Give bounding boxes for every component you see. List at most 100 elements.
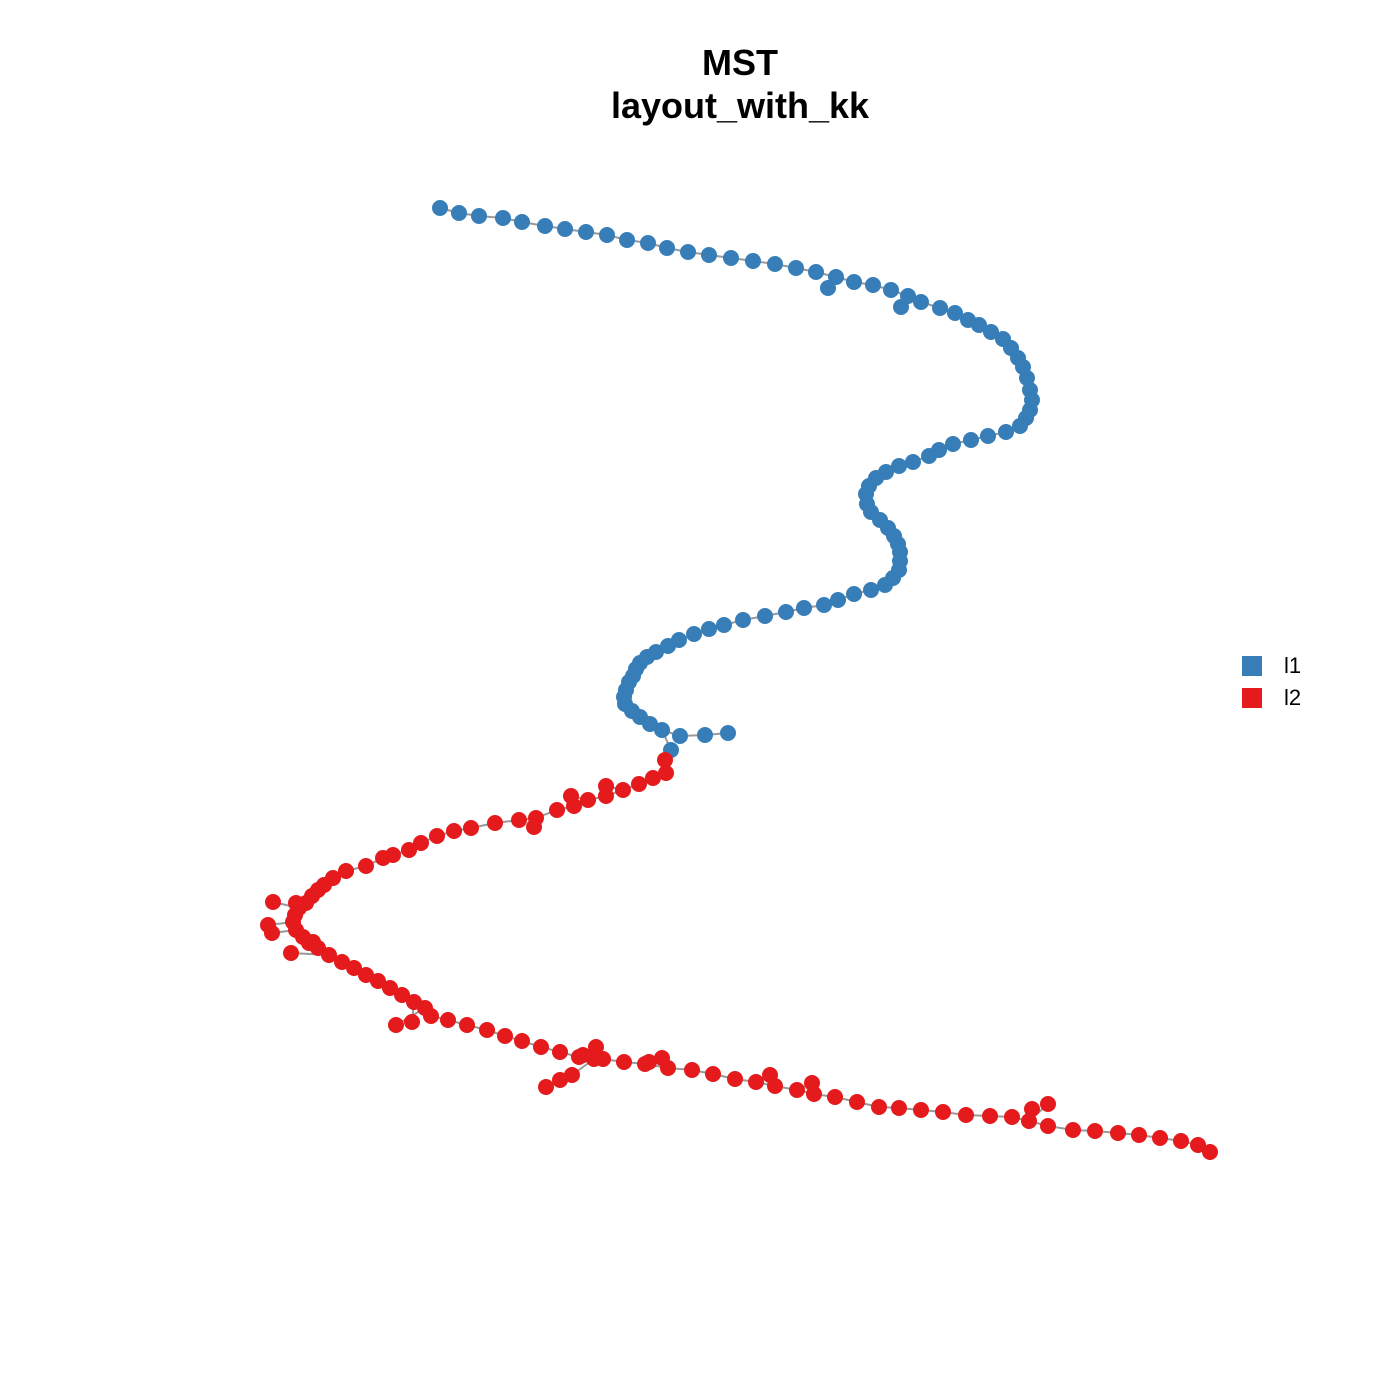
node-l2-19: [401, 842, 417, 858]
node-l2-83: [1190, 1137, 1206, 1153]
node-l1-21: [865, 277, 881, 293]
node-l2-2: [645, 770, 661, 786]
node-l2-60: [705, 1066, 721, 1082]
node-l1-93: [820, 280, 836, 296]
node-l2-56: [616, 1054, 632, 1070]
node-l1-5: [537, 218, 553, 234]
node-l2-70: [913, 1102, 929, 1118]
node-l1-72: [701, 621, 717, 637]
node-l1-34: [1019, 370, 1035, 386]
node-l1-0: [432, 200, 448, 216]
node-l2-78: [1087, 1123, 1103, 1139]
node-l2-68: [871, 1099, 887, 1115]
node-l1-63: [863, 582, 879, 598]
node-l1-88: [654, 722, 670, 738]
node-l2-74: [1004, 1109, 1020, 1125]
node-l2-0: [657, 752, 673, 768]
node-l2-77: [1065, 1122, 1081, 1138]
node-l1-18: [808, 264, 824, 280]
node-l1-26: [947, 305, 963, 321]
node-l2-10: [549, 802, 565, 818]
node-l1-17: [788, 260, 804, 276]
node-l2-72: [958, 1107, 974, 1123]
node-l2-76: [1040, 1118, 1056, 1134]
node-l2-55: [595, 1051, 611, 1067]
node-l2-52: [552, 1044, 568, 1060]
node-l1-9: [619, 232, 635, 248]
node-l1-15: [745, 253, 761, 269]
node-l2-9: [598, 778, 614, 794]
node-l2-73: [982, 1108, 998, 1124]
node-l1-62: [877, 577, 893, 593]
node-l2-102: [1024, 1101, 1040, 1117]
node-l1-94: [893, 299, 909, 315]
legend-swatch-l2: [1242, 688, 1262, 708]
node-l1-91: [720, 725, 736, 741]
node-l2-22: [358, 858, 374, 874]
node-l2-21: [375, 850, 391, 866]
node-l2-96: [552, 1072, 568, 1088]
node-l2-45: [423, 1008, 439, 1024]
node-l1-90: [697, 727, 713, 743]
node-l1-67: [796, 600, 812, 616]
node-l1-12: [680, 244, 696, 260]
node-l2-89: [283, 945, 299, 961]
chart-subtitle: layout_with_kk: [610, 85, 870, 126]
node-l1-87: [642, 716, 658, 732]
node-l2-36: [321, 947, 337, 963]
node-l2-37: [334, 954, 350, 970]
node-l2-85: [265, 894, 281, 910]
node-l1-70: [735, 612, 751, 628]
node-l2-49: [497, 1028, 513, 1044]
node-l1-11: [659, 240, 675, 256]
node-l1-8: [599, 227, 615, 243]
node-l2-15: [463, 820, 479, 836]
node-l1-71: [716, 617, 732, 633]
node-l1-16: [767, 256, 783, 272]
node-l1-89: [672, 728, 688, 744]
node-l1-3: [495, 210, 511, 226]
node-l2-69: [891, 1100, 907, 1116]
node-l1-19: [828, 269, 844, 285]
node-l2-84: [1202, 1144, 1218, 1160]
node-l1-75: [660, 638, 676, 654]
node-l1-66: [816, 597, 832, 613]
node-l1-22: [883, 282, 899, 298]
legend-label-l1: l1: [1284, 653, 1302, 678]
node-l2-1: [658, 765, 674, 781]
node-l2-94: [588, 1039, 604, 1055]
legend-label-l2: l2: [1284, 685, 1302, 710]
node-l2-48: [479, 1022, 495, 1038]
node-l2-38: [346, 960, 362, 976]
node-l2-16: [446, 823, 462, 839]
node-l1-6: [557, 221, 573, 237]
node-l1-46: [905, 454, 921, 470]
node-l1-28: [971, 317, 987, 333]
node-l1-69: [757, 608, 773, 624]
node-l1-64: [846, 586, 862, 602]
node-l2-14: [487, 815, 503, 831]
node-l2-91: [388, 1017, 404, 1033]
node-l2-18: [413, 835, 429, 851]
graph-nodes: [260, 200, 1218, 1160]
node-l2-100: [762, 1067, 778, 1083]
node-l2-98: [641, 1054, 657, 1070]
node-l2-71: [935, 1104, 951, 1120]
node-l1-29: [983, 324, 999, 340]
graph-edges: [267, 207, 1211, 1153]
node-l2-12: [511, 812, 527, 828]
node-l1-43: [945, 436, 961, 452]
node-l2-50: [514, 1033, 530, 1049]
node-l1-40: [998, 424, 1014, 440]
node-l2-101: [804, 1075, 820, 1091]
node-l2-66: [827, 1089, 843, 1105]
node-l2-93: [575, 1047, 591, 1063]
node-l1-24: [913, 294, 929, 310]
node-l2-64: [789, 1082, 805, 1098]
node-l1-20: [846, 274, 862, 290]
node-l2-99: [654, 1050, 670, 1066]
node-l1-41: [980, 428, 996, 444]
node-l2-23: [338, 863, 354, 879]
node-l2-42: [394, 987, 410, 1003]
